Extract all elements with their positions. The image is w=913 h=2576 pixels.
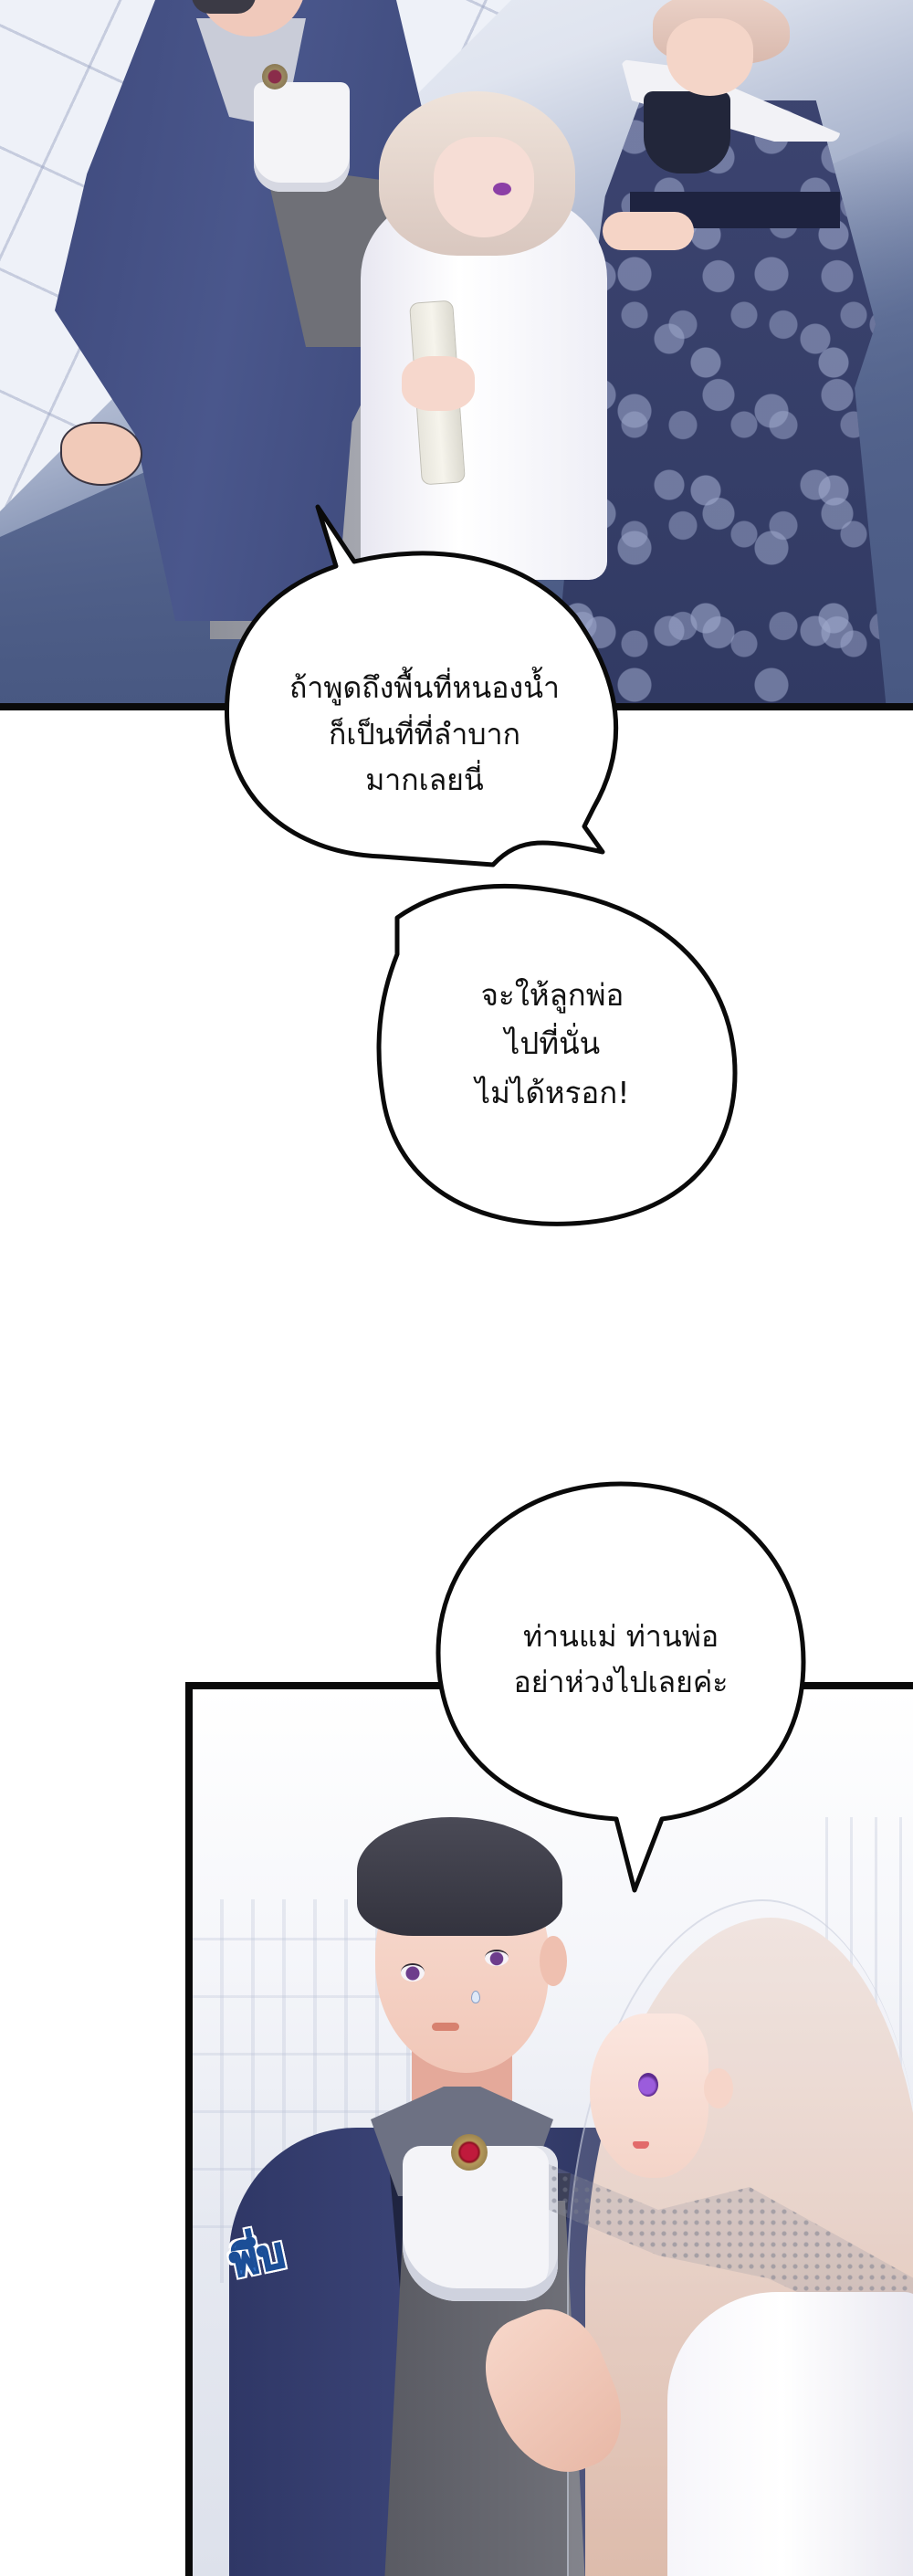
father-mouth	[432, 2023, 459, 2031]
speech-bubble-1	[225, 504, 619, 867]
father-brooch	[262, 64, 288, 89]
bubble-1-outline	[225, 504, 619, 867]
daughter-eye	[638, 2073, 658, 2097]
daughter-eye	[493, 183, 511, 195]
sweat-drop-icon	[471, 1991, 480, 2003]
speech-bubble-2	[376, 883, 738, 1226]
bubble-2-outline	[376, 883, 738, 1226]
daughter-mouth	[633, 2141, 649, 2149]
bubble-3-outline	[436, 1481, 806, 1893]
speech-bubble-3	[436, 1481, 806, 1893]
mother-black-jabot	[644, 91, 730, 173]
ruby-brooch	[451, 2134, 488, 2171]
father-eye-right	[485, 1950, 509, 1966]
bubble-2-text: จะให้ลูกพ่อ ไปที่นั่น ไม่ได้หรอก!	[475, 977, 630, 1110]
mother-hand	[603, 212, 694, 250]
daughter-hand	[402, 356, 475, 411]
daughter-face	[434, 137, 534, 237]
bubble-1-text: ถ้าพูดถึงพื้นที่หนองน้ำ ก็เป็นที่ที่ลำบา…	[289, 670, 560, 798]
father-ear	[540, 1936, 567, 1986]
daughter-ear	[704, 2068, 733, 2108]
comic-panel-2	[185, 1682, 913, 2576]
father-cravat	[254, 82, 350, 192]
bubble-3-text: ท่านแม่ ท่านพ่อ อย่าห่วงไปเลยค่ะ	[513, 1619, 729, 1699]
father-hair	[357, 1817, 562, 1936]
father-hair	[192, 0, 256, 14]
father-hand	[60, 422, 142, 486]
father-eye-left	[401, 1963, 425, 1982]
daughter-white-dress	[667, 2292, 913, 2576]
father-cravat	[403, 2146, 558, 2301]
mother-face	[666, 18, 753, 96]
